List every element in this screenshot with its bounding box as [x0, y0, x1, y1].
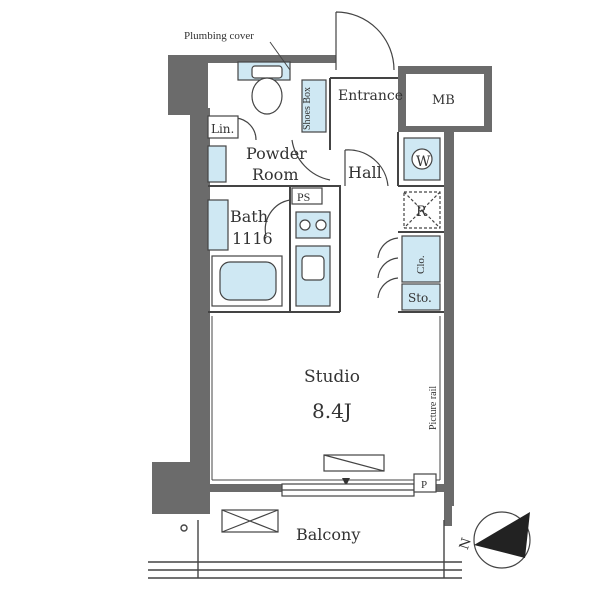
balcony-post — [444, 496, 452, 526]
label-lin: Lin. — [211, 122, 234, 136]
label-picture-rail: Picture rail — [428, 386, 439, 430]
label-w: W — [416, 154, 431, 170]
structural-walls — [152, 55, 492, 526]
wall-mb-right — [484, 66, 492, 132]
balcony-rail — [148, 520, 462, 579]
compass: N — [457, 511, 531, 569]
interior-walls — [208, 77, 444, 481]
room-labels: Plumbing cover Entrance MB Shoes Box Lin… — [184, 30, 455, 544]
bathtub-inner — [219, 261, 277, 301]
p-box — [413, 473, 437, 493]
bath-basin — [207, 199, 229, 251]
label-r: R — [416, 204, 427, 220]
label-studio-size: 8.4J — [312, 399, 352, 423]
hall-door — [344, 149, 389, 187]
fixtures — [207, 61, 441, 533]
label-shoes-box: Shoes Box — [302, 87, 313, 130]
ps-box — [291, 187, 323, 205]
closet — [401, 235, 441, 283]
label-ps: PS — [297, 190, 310, 204]
label-mb: MB — [432, 93, 455, 108]
lin-shelf — [207, 115, 239, 139]
label-p: P — [421, 479, 427, 491]
closet-door — [377, 237, 399, 299]
compass-needle — [474, 512, 530, 558]
label-hall: Hall — [348, 163, 382, 182]
shoes-box — [301, 79, 327, 133]
label-entrance: Entrance — [338, 88, 403, 104]
entrance-door — [335, 11, 395, 71]
label-bath-2: 1116 — [232, 229, 273, 248]
lin-door — [235, 117, 257, 141]
wall-top — [206, 55, 336, 63]
storage — [401, 283, 441, 311]
wall-entrance-right — [398, 66, 406, 132]
powder-sink — [207, 145, 227, 183]
compass-north-label: N — [457, 536, 475, 551]
label-studio: Studio — [304, 367, 360, 387]
wall-right — [444, 126, 454, 506]
label-clo: Clo. — [415, 255, 427, 274]
powder-room-door — [291, 139, 331, 181]
label-plumbing-cover: Plumbing cover — [184, 30, 254, 42]
label-bath-1: Bath — [230, 207, 268, 226]
label-powder-room-1: Powder — [246, 144, 307, 163]
doors — [235, 11, 399, 299]
column-top-left — [168, 55, 208, 115]
wall-left — [190, 108, 210, 468]
toilet-bowl — [251, 77, 283, 115]
wall-bottom — [206, 484, 282, 492]
bath-door — [264, 199, 291, 237]
label-powder-room-2: Room — [252, 165, 298, 184]
column-bottom-left — [152, 462, 210, 514]
toilet-tank — [251, 65, 283, 79]
wall-top-right — [398, 66, 490, 74]
label-balcony: Balcony — [296, 525, 360, 544]
label-sto: Sto. — [408, 291, 432, 305]
